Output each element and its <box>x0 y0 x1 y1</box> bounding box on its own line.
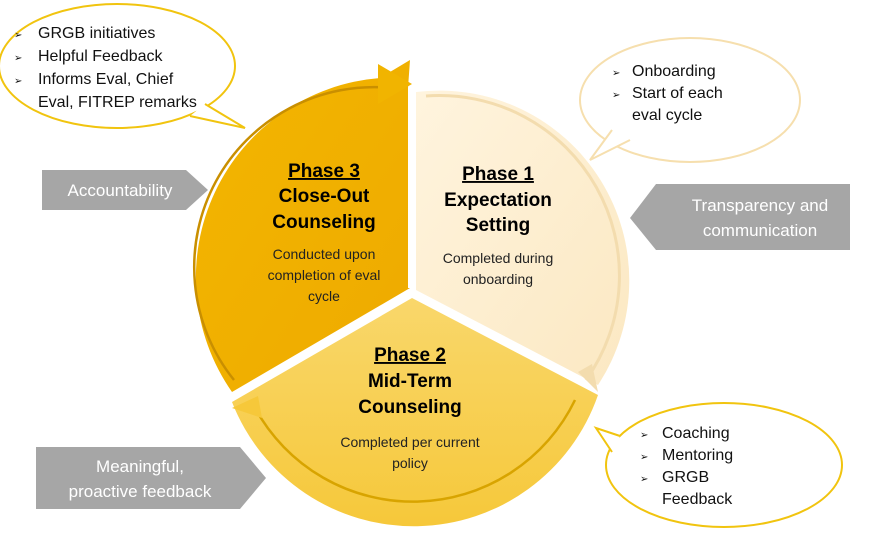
callout-item: eval cycle <box>632 107 702 124</box>
feedback-arrow: Meaningful, proactive feedback <box>36 447 266 509</box>
bullet-icon: ➢ <box>612 68 620 79</box>
phase2-segment <box>232 298 598 527</box>
callout-item: Mentoring <box>662 447 733 464</box>
phase2-desc-line2: policy <box>392 455 428 471</box>
callout-item: Feedback <box>662 491 733 508</box>
phase1-desc-line2: onboarding <box>463 271 533 287</box>
phase2-arrowhead-icon <box>232 396 262 418</box>
accountability-label: Accountability <box>68 181 173 200</box>
callout-item: Onboarding <box>632 63 716 80</box>
phase2-heading: Phase 2 <box>374 345 446 366</box>
bullet-icon: ➢ <box>640 430 648 441</box>
phase3-title-line1: Close-Out <box>279 186 370 207</box>
feedback-label-line1: Meaningful, <box>96 457 184 476</box>
phase2-desc-line1: Completed per current <box>340 434 479 450</box>
phase3-desc-line1: Conducted upon <box>273 246 376 262</box>
phase3-segment <box>192 60 412 392</box>
phase3-desc-line3: cycle <box>308 288 340 304</box>
phase1-desc-line1: Completed during <box>443 250 554 266</box>
callout-top-right: ➢ Onboarding ➢ Start of each eval cycle <box>579 37 801 163</box>
phase1-heading: Phase 1 <box>462 164 534 185</box>
callout-top-left: ➢ GRGB initiatives ➢ Helpful Feedback ➢ … <box>0 3 246 129</box>
callout-item: Helpful Feedback <box>38 48 164 65</box>
phase1-title-line1: Expectation <box>444 190 552 211</box>
callout-item: Coaching <box>662 425 730 442</box>
callout-item: Start of each <box>632 85 723 102</box>
transparency-label-line2: communication <box>703 221 817 240</box>
phase2-title-line2: Counseling <box>358 397 461 418</box>
phase1-segment <box>416 90 630 392</box>
phase1-title-line2: Setting <box>466 215 530 236</box>
phase3-arrowhead-icon <box>378 64 412 104</box>
bullet-icon: ➢ <box>640 474 648 485</box>
transparency-arrow: Transparency and communication <box>630 184 850 250</box>
bullet-icon: ➢ <box>612 90 620 101</box>
phase3-heading: Phase 3 <box>288 161 360 182</box>
phase3-desc-line2: completion of eval <box>268 267 381 283</box>
callout-bottom-right: ➢ Coaching ➢ Mentoring ➢ GRGB Feedback <box>593 402 843 528</box>
phase3-title-line2: Counseling <box>272 212 375 233</box>
accountability-arrow: Accountability <box>42 170 208 210</box>
bullet-icon: ➢ <box>14 76 22 87</box>
callout-item: Informs Eval, Chief <box>38 71 174 88</box>
bullet-icon: ➢ <box>14 53 22 64</box>
bullet-icon: ➢ <box>640 452 648 463</box>
callout-item: GRGB initiatives <box>38 25 155 42</box>
phase1-arrowhead-icon <box>578 364 598 392</box>
callout-item: GRGB <box>662 469 709 486</box>
transparency-label-line1: Transparency and <box>692 196 828 215</box>
feedback-label-line2: proactive feedback <box>69 482 212 501</box>
callout-item: Eval, FITREP remarks <box>38 94 197 111</box>
phase2-title-line1: Mid-Term <box>368 371 452 392</box>
bullet-icon: ➢ <box>14 30 22 41</box>
